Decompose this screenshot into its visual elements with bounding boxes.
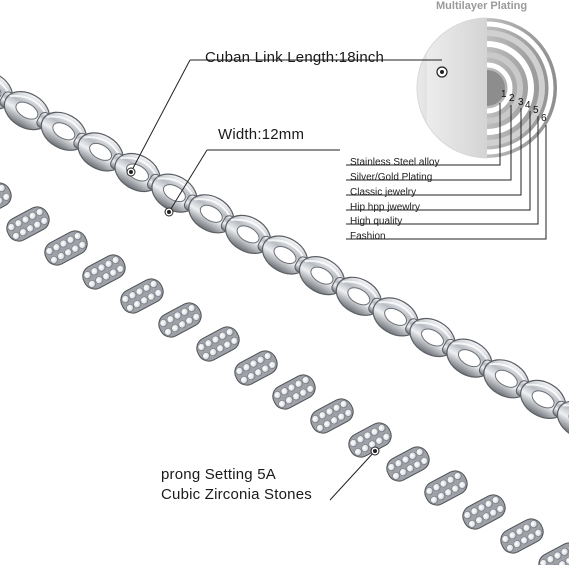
- layer-number-1: 1: [501, 89, 507, 100]
- stone-label-line2: Cubic Zirconia Stones: [161, 486, 312, 503]
- width-label: Width:12mm: [218, 126, 305, 143]
- layer-label-3: Classic jewelry: [350, 187, 417, 198]
- layer-label-5: High quality: [350, 216, 403, 227]
- layer-number-3: 3: [518, 97, 524, 108]
- layer-number-2: 2: [509, 93, 515, 104]
- length-label: Cuban Link Length:18inch: [205, 49, 385, 66]
- layer-number-6: 6: [541, 113, 547, 124]
- layer-label-4: Hip hpp jwewlry: [350, 202, 421, 213]
- callout-lines: [126, 59, 547, 501]
- layer-number-5: 5: [533, 105, 539, 116]
- layer-label-2: Silver/Gold Plating: [350, 172, 433, 183]
- layer-number-4: 4: [525, 100, 531, 111]
- multilayer-title: Multilayer Plating: [436, 0, 528, 12]
- iced-cuban-chain: [0, 182, 569, 570]
- layer-label-6: Fashion: [350, 231, 386, 242]
- plating-disc: [416, 17, 557, 159]
- stone-label-line1: prong Setting 5A: [161, 466, 276, 483]
- layer-label-1: Stainless Steel alloy: [350, 157, 440, 168]
